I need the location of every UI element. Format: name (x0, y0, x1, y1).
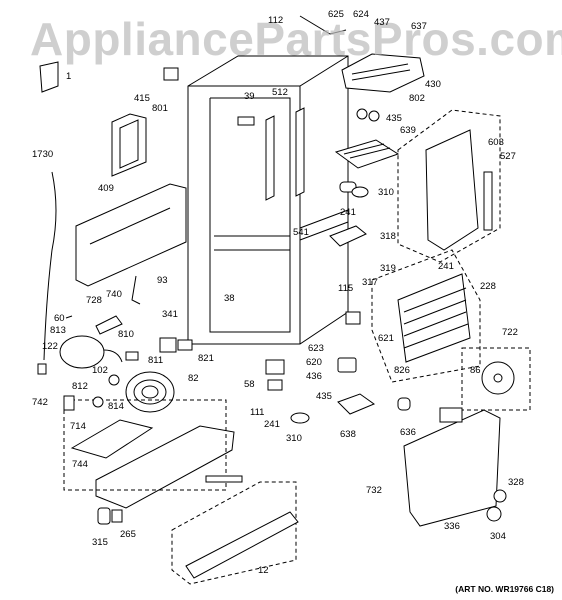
part-label[interactable]: 310 (378, 187, 394, 198)
part-label[interactable]: 821 (198, 353, 214, 364)
part-label[interactable]: 814 (108, 401, 124, 412)
part-label[interactable]: 1730 (32, 149, 54, 160)
part-label[interactable]: 435 (386, 113, 402, 124)
part-label[interactable]: 111 (250, 407, 265, 418)
part-label[interactable]: 122 (42, 341, 58, 352)
part-label[interactable]: 732 (366, 485, 382, 496)
part-label[interactable]: 728 (86, 295, 102, 306)
part-label[interactable]: 527 (500, 151, 516, 162)
part-label[interactable]: 624 (353, 9, 369, 20)
part-label[interactable]: 620 (306, 357, 322, 368)
part-label[interactable]: 722 (502, 327, 518, 338)
part-label[interactable]: 637 (411, 21, 427, 32)
part-label[interactable]: 409 (98, 183, 114, 194)
part-label[interactable]: 328 (508, 477, 524, 488)
part-label[interactable]: 341 (162, 309, 178, 320)
machine-base-plate (63, 399, 235, 509)
part-label[interactable]: 801 (152, 103, 168, 114)
part-label[interactable]: 12 (258, 565, 269, 576)
part-label[interactable]: 38 (224, 293, 235, 304)
part-label[interactable]: 621 (378, 333, 394, 344)
part-label[interactable]: 639 (400, 125, 416, 136)
part-label[interactable]: 1 (66, 71, 72, 82)
part-label[interactable]: 714 (70, 421, 86, 432)
part-label[interactable]: 319 (380, 263, 396, 274)
part-label[interactable]: 437 (374, 17, 390, 28)
watermark: AppliancePartsPros.com (30, 13, 562, 65)
part-label[interactable]: 625 (328, 9, 344, 20)
part-label[interactable]: 241 (340, 207, 356, 218)
condenser-82 (125, 371, 175, 413)
part-label[interactable]: 112 (268, 15, 284, 26)
part-label[interactable]: 318 (380, 231, 396, 242)
part-label[interactable]: 436 (306, 371, 322, 382)
part-label[interactable]: 603 (488, 137, 504, 148)
part-label[interactable]: 115 (338, 283, 354, 294)
part-label[interactable]: 241 (264, 419, 280, 430)
part-label[interactable]: 415 (134, 93, 150, 104)
fan-722 (461, 347, 531, 411)
part-label[interactable]: 623 (308, 343, 324, 354)
part-label[interactable]: 93 (157, 275, 168, 286)
part-label[interactable]: 304 (490, 531, 506, 542)
part-label[interactable]: 636 (400, 427, 416, 438)
part-label[interactable]: 638 (340, 429, 356, 440)
kick-plate-12 (171, 481, 299, 585)
part-label[interactable]: 812 (72, 381, 88, 392)
part-label[interactable]: 512 (272, 87, 288, 98)
art-number: (ART NO. WR19766 C18) (455, 584, 554, 594)
electrical-panel-409 (75, 183, 187, 287)
part-label[interactable]: 826 (394, 365, 410, 376)
part-label[interactable]: 802 (409, 93, 425, 104)
part-label[interactable]: 39 (244, 91, 255, 102)
cover-639 (334, 139, 400, 169)
part-label[interactable]: 58 (244, 379, 255, 390)
part-label[interactable]: 82 (188, 373, 199, 384)
part-label[interactable]: 60 (54, 313, 65, 324)
tube-1730 (43, 171, 57, 361)
part-label[interactable]: 265 (120, 529, 136, 540)
part-label[interactable]: 241 (438, 261, 454, 272)
part-label[interactable]: 811 (148, 355, 164, 366)
evaporator-cover-603 (397, 109, 501, 263)
part-label[interactable]: 228 (480, 281, 496, 292)
fan-shroud-732 (403, 409, 501, 527)
part-label[interactable]: 541 (293, 227, 309, 238)
part-label[interactable]: 315 (92, 537, 108, 548)
part-label[interactable]: 810 (118, 329, 134, 340)
part-label[interactable]: 430 (425, 79, 441, 90)
evaporator-228 (371, 249, 481, 383)
part-label[interactable]: 813 (50, 325, 66, 336)
filter-panel-415 (111, 113, 147, 177)
part-label[interactable]: 740 (106, 289, 122, 300)
drain-pan-744 (70, 419, 154, 459)
part-label[interactable]: 744 (72, 459, 88, 470)
part-label[interactable]: 102 (92, 365, 108, 376)
part-label[interactable]: 86 (470, 365, 481, 376)
part-label[interactable]: 435 (316, 391, 332, 402)
part-label[interactable]: 742 (32, 397, 48, 408)
part-label[interactable]: 336 (444, 521, 460, 532)
fan-housing-430 (341, 53, 425, 93)
compressor-813 (59, 335, 123, 369)
small-parts (37, 15, 507, 525)
cabinet-shell (187, 55, 349, 345)
part-label[interactable]: 317 (362, 277, 378, 288)
air-duct-512 (265, 107, 305, 201)
part-label[interactable]: 310 (286, 433, 302, 444)
